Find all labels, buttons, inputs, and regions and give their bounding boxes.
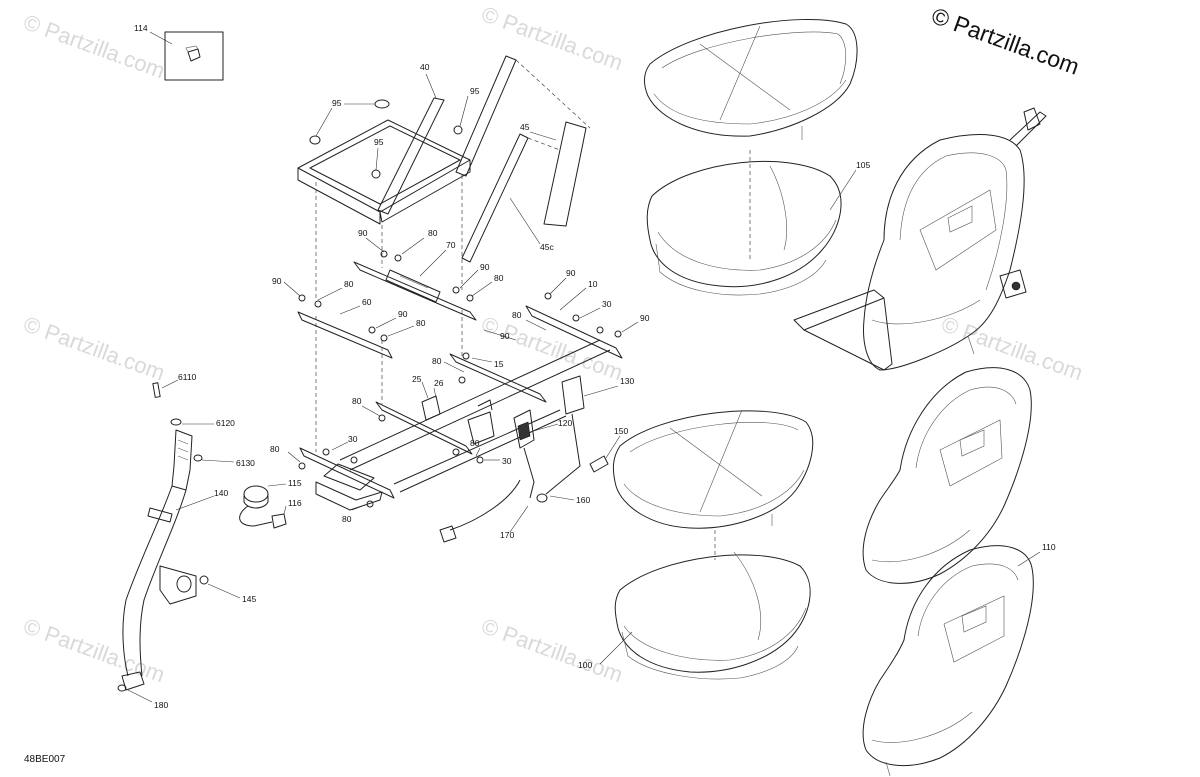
callout-15: 15 bbox=[494, 359, 504, 369]
watermark: © Partzilla.com bbox=[478, 613, 626, 687]
seat-belt-assembly bbox=[117, 379, 287, 703]
callout-110: 110 bbox=[1042, 542, 1056, 552]
copyright-text: © Partzilla.com bbox=[928, 2, 1083, 79]
callout-90: 90 bbox=[500, 331, 510, 341]
callout-90: 90 bbox=[272, 276, 282, 286]
callout-100: 100 bbox=[578, 660, 592, 670]
seat-shell-middle bbox=[862, 367, 1032, 584]
callout-80: 80 bbox=[470, 438, 480, 448]
callout-116: 116 bbox=[288, 498, 302, 508]
callout-80: 80 bbox=[432, 356, 442, 366]
fasteners bbox=[298, 250, 622, 508]
callout-160: 160 bbox=[576, 495, 590, 505]
callout-6110: 6110 bbox=[178, 372, 197, 382]
callout-80: 80 bbox=[512, 310, 522, 320]
seat-cushion-upper bbox=[643, 19, 858, 296]
callout-80: 80 bbox=[494, 273, 504, 283]
callout-30: 30 bbox=[348, 434, 358, 444]
seat-cushion-lower bbox=[599, 409, 814, 680]
callout-60: 60 bbox=[362, 297, 372, 307]
callout-130: 130 bbox=[620, 376, 634, 386]
callout-45c: 45c bbox=[540, 242, 554, 252]
callout-80: 80 bbox=[342, 514, 352, 524]
diagram-code: 48BE007 bbox=[24, 754, 66, 765]
callout-95: 95 bbox=[374, 137, 384, 147]
callout-70: 70 bbox=[446, 240, 456, 250]
callout-140: 140 bbox=[214, 488, 228, 498]
seat-rails bbox=[297, 261, 623, 543]
watermark: © Partzilla.com bbox=[478, 1, 626, 75]
callout-150: 150 bbox=[614, 426, 628, 436]
callout-40: 40 bbox=[420, 62, 430, 72]
callout-80: 80 bbox=[344, 279, 354, 289]
upper-seat-frame: 95 95 95 40 45 45c bbox=[297, 55, 591, 263]
callout-90: 90 bbox=[358, 228, 368, 238]
callout-6130: 6130 bbox=[236, 458, 255, 468]
alignment-lines bbox=[315, 150, 751, 560]
callout-95: 95 bbox=[332, 98, 342, 108]
watermark: © Partzilla.com bbox=[938, 311, 1086, 385]
callout-90: 90 bbox=[480, 262, 490, 272]
callout-26: 26 bbox=[434, 378, 444, 388]
callout-180: 180 bbox=[154, 700, 168, 710]
callout-90: 90 bbox=[640, 313, 650, 323]
part-114-inset: 114 bbox=[134, 23, 224, 81]
callout-leaders bbox=[283, 237, 639, 533]
callout-30: 30 bbox=[502, 456, 512, 466]
callout-105: 105 bbox=[856, 160, 870, 170]
callout-10: 10 bbox=[588, 279, 598, 289]
callout-120: 120 bbox=[558, 418, 572, 428]
callout-30: 30 bbox=[602, 299, 612, 309]
callout-80: 80 bbox=[352, 396, 362, 406]
callout-115: 115 bbox=[288, 478, 302, 488]
callout-80: 80 bbox=[416, 318, 426, 328]
callout-6120: 6120 bbox=[216, 418, 235, 428]
callout-80: 80 bbox=[270, 444, 280, 454]
watermark: © Partzilla.com bbox=[20, 311, 168, 385]
watermark: © Partzilla.com bbox=[478, 311, 626, 385]
callout-145: 145 bbox=[242, 594, 256, 604]
callout-170: 170 bbox=[500, 530, 514, 540]
watermark: © Partzilla.com bbox=[20, 9, 168, 83]
callout-90: 90 bbox=[566, 268, 576, 278]
callout-80: 80 bbox=[428, 228, 438, 238]
callout-25: 25 bbox=[412, 374, 422, 384]
seat-backrest-upper bbox=[793, 107, 1047, 371]
callout-95: 95 bbox=[470, 86, 480, 96]
callout-114: 114 bbox=[134, 23, 148, 33]
seat-shell-lower bbox=[862, 545, 1041, 777]
callout-90: 90 bbox=[398, 309, 408, 319]
watermark: © Partzilla.com bbox=[20, 613, 168, 687]
callout-45: 45 bbox=[520, 122, 530, 132]
